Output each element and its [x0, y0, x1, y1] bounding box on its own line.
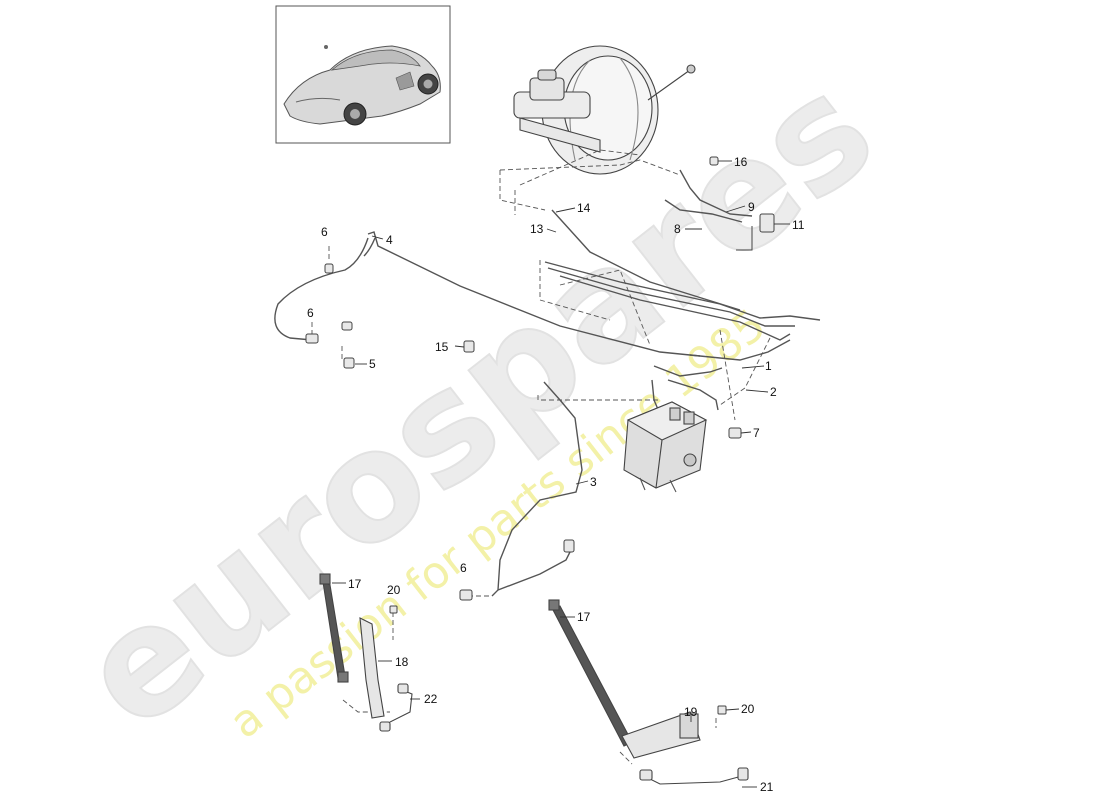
- brake-booster-assembly: [513, 45, 696, 175]
- small-parts: [305, 156, 775, 715]
- bolt-20a: [389, 605, 398, 614]
- clip-6b: [305, 333, 319, 344]
- bracket-18: [359, 617, 385, 719]
- reference-lines: [311, 149, 771, 765]
- watermark-brand: eurospares: [50, 42, 904, 763]
- callout-7[interactable]: 7: [753, 426, 760, 440]
- abs-hydraulic-unit: [623, 401, 708, 493]
- callout-6-middle[interactable]: 6: [307, 306, 314, 320]
- callout-4[interactable]: 4: [386, 233, 393, 247]
- callout-19[interactable]: 19: [684, 705, 698, 719]
- watermark: eurospares a passion for parts since 198…: [49, 41, 905, 764]
- callout-2[interactable]: 2: [770, 385, 777, 399]
- brake-hose-17b: [551, 605, 633, 747]
- callout-22[interactable]: 22: [424, 692, 438, 706]
- callout-13[interactable]: 13: [530, 222, 544, 236]
- clip-6c: [459, 589, 473, 601]
- vehicle-thumbnail: [275, 5, 451, 144]
- callout-14[interactable]: 14: [577, 201, 591, 215]
- car-image: [283, 45, 441, 126]
- brake-line-4: [367, 231, 701, 357]
- brake-lines: [274, 169, 821, 597]
- callout-6-upper[interactable]: 6: [321, 225, 328, 239]
- callouts: 1 2 3 4 5 6 6 6 7 8 9 11 13 14 15 16 17 …: [307, 155, 805, 794]
- callout-16[interactable]: 16: [734, 155, 748, 169]
- callout-17-right[interactable]: 17: [577, 610, 591, 624]
- brake-line-3: [491, 381, 583, 597]
- bracket-11: [759, 213, 775, 233]
- fitting-3-end: [563, 539, 575, 553]
- bracket-11-arm: [736, 226, 753, 251]
- leader-lines: [332, 160, 790, 788]
- rear-brake-parts: [319, 573, 749, 785]
- brake-line-21: [639, 773, 743, 785]
- callout-20-right[interactable]: 20: [741, 702, 755, 716]
- callout-9[interactable]: 9: [748, 200, 755, 214]
- callout-1[interactable]: 1: [765, 359, 772, 373]
- callout-3[interactable]: 3: [590, 475, 597, 489]
- connector-end: [341, 321, 353, 331]
- holder-7: [728, 427, 742, 439]
- callout-20-left[interactable]: 20: [387, 583, 401, 597]
- callout-21[interactable]: 21: [760, 780, 774, 794]
- callout-17-left[interactable]: 17: [348, 577, 362, 591]
- bolt-20b: [717, 705, 727, 715]
- callout-15[interactable]: 15: [435, 340, 449, 354]
- callout-6-lower[interactable]: 6: [460, 561, 467, 575]
- bracket-6a: [324, 263, 334, 274]
- clip-5: [343, 357, 355, 369]
- holder-15: [463, 340, 475, 353]
- clip-16: [709, 156, 719, 166]
- callout-5[interactable]: 5: [369, 357, 376, 371]
- callout-11[interactable]: 11: [792, 218, 805, 232]
- callout-18[interactable]: 18: [395, 655, 409, 669]
- callout-8[interactable]: 8: [674, 222, 681, 236]
